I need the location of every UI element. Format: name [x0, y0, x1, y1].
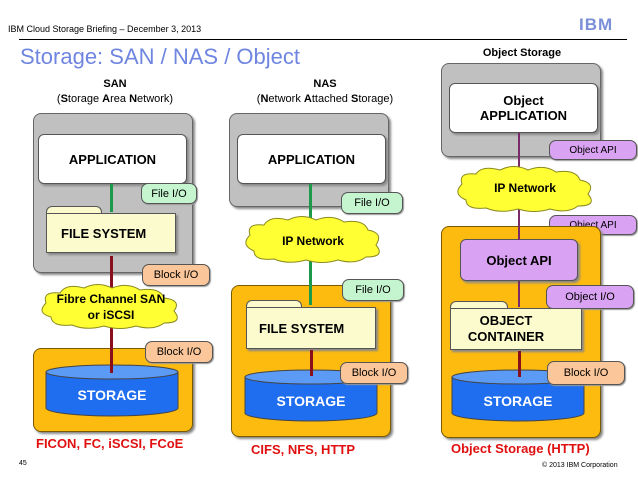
nas-block-io-callout: Block I/O	[340, 362, 408, 384]
object-protocols: Object Storage (HTTP)	[451, 441, 590, 456]
nas-storage-label: STORAGE	[276, 393, 346, 409]
san-folder-tab	[46, 206, 102, 215]
nas-file-system-label: FILE SYSTEM	[259, 320, 345, 336]
object-block-io-callout: Block I/O	[547, 361, 625, 385]
object-io-line	[518, 281, 520, 307]
san-network-label: Fibre Channel SAN or iSCSI	[56, 292, 166, 322]
san-subheading: (Storage Area Network)	[56, 93, 174, 105]
nas-file-io-callout-2: File I/O	[342, 279, 404, 301]
copyright: © 2013 IBM Corporation	[542, 462, 618, 469]
object-storage-label: STORAGE	[483, 393, 553, 409]
object-api-box-label: Object API	[486, 252, 552, 268]
nas-file-system-box: FILE SYSTEM	[246, 307, 376, 349]
object-container-label-2: CONTAINER	[467, 329, 545, 344]
nas-network-label: IP Network	[282, 234, 344, 248]
page-number: 45	[19, 460, 27, 467]
object-api-callout-1: Object API	[549, 140, 637, 160]
object-application-box: Object APPLICATION	[449, 83, 598, 133]
san-block-io-callout-2: Block I/O	[145, 341, 213, 363]
object-folder-tab	[450, 301, 508, 310]
san-block-io-callout-1: Block I/O	[142, 264, 210, 286]
san-file-system-label: FILE SYSTEM	[61, 225, 147, 241]
nas-protocols: CIFS, NFS, HTTP	[251, 442, 355, 457]
san-file-system-box: FILE SYSTEM	[46, 213, 176, 253]
object-container-box: OBJECT CONTAINER	[450, 308, 582, 350]
nas-file-io-callout-1: File I/O	[341, 192, 403, 214]
briefing-header: IBM Cloud Storage Briefing – December 3,…	[8, 24, 202, 34]
object-application-label-1: Object	[503, 93, 544, 108]
san-application-label: APPLICATION	[68, 151, 157, 167]
nas-folder-tab	[246, 300, 302, 309]
object-io-callout: Object I/O	[546, 285, 634, 309]
nas-heading-block: NAS (Network Attached Storage)	[225, 77, 425, 107]
nas-heading: NAS	[313, 78, 337, 90]
object-network-cloud	[457, 166, 592, 212]
object-heading-block: Object Storage	[440, 46, 604, 61]
object-container-label-1: OBJECT	[479, 313, 533, 328]
object-network-label: IP Network	[494, 181, 556, 195]
object-api-line-2	[518, 226, 520, 240]
slide-title: Storage: SAN / NAS / Object	[20, 44, 301, 69]
header-divider	[19, 39, 627, 40]
san-heading-block: SAN (Storage Area Network)	[30, 77, 200, 107]
object-application-label-2: APPLICATION	[479, 108, 568, 123]
nas-block-io-line-top	[310, 360, 313, 376]
san-file-io-line	[110, 184, 113, 212]
nas-application-box: APPLICATION	[237, 134, 386, 184]
nas-subheading: (Network Attached Storage)	[256, 93, 394, 105]
san-protocols: FICON, FC, iSCSI, FCoE	[36, 436, 184, 451]
san-network-cloud	[41, 284, 178, 329]
ibm-logo: IBM	[579, 15, 614, 34]
san-file-io-callout: File I/O	[141, 183, 197, 204]
nas-file-io-line-2	[309, 285, 312, 305]
nas-network-cloud	[245, 216, 380, 263]
nas-application-label: APPLICATION	[267, 151, 356, 167]
object-block-io-line	[518, 351, 521, 377]
san-storage-label: STORAGE	[77, 387, 147, 403]
object-heading: Object Storage	[482, 47, 562, 59]
san-heading: SAN	[103, 78, 127, 90]
object-api-box: Object API	[460, 239, 578, 281]
san-application-box: APPLICATION	[38, 134, 187, 184]
san-block-io-line-2	[110, 331, 113, 373]
